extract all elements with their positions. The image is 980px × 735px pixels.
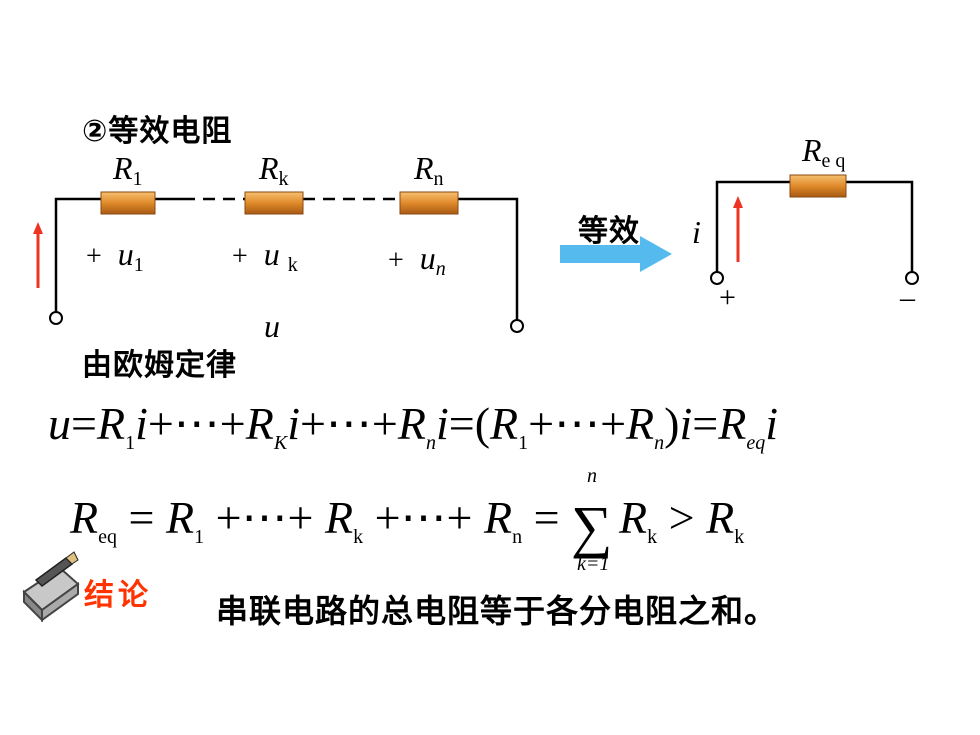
current-arrow-left [33,222,43,288]
resistor-req [789,174,847,198]
ohm-law-label: 由欧姆定律 [82,348,237,383]
resistor-rn [399,191,459,215]
resistor-rk [244,191,304,215]
terminal-left-b [510,319,524,333]
label-un: + un [388,240,446,280]
equivalence-label: 等效 [578,214,640,249]
left-circuit-wires [54,197,519,320]
label-rk: Rk [259,150,289,190]
terminal-right-minus [905,271,919,285]
terminal-right-plus [710,271,724,285]
label-rn: Rn [414,150,444,190]
label-u1: + u1 [86,236,144,276]
label-plus: + [719,281,736,314]
summation: n∑k=1 [571,465,613,576]
terminal-left-a [49,311,63,325]
current-arrow-right [733,196,743,262]
label-req: Re q [802,132,846,172]
resistor-r1 [100,191,156,215]
label-total-u: u [264,308,280,344]
label-minus: – [900,281,915,314]
equivalence-arrow [560,236,672,272]
conclusion-text: 串联电路的总电阻等于各分电阻之和。 [216,592,778,630]
book-pencil-icon [22,551,80,623]
equation-ohm: u=R1i+⋯+RKi+⋯+Rni=(R1+⋯+Rn)i=Reqi [48,398,778,454]
label-uk: + u k [232,236,298,276]
label-current-i: i [692,214,701,250]
right-circuit-wires [715,180,914,272]
conclusion-tag: 结论 [84,578,152,613]
section-title: ②等效电阻 [82,114,233,149]
label-r1: R1 [113,150,143,190]
